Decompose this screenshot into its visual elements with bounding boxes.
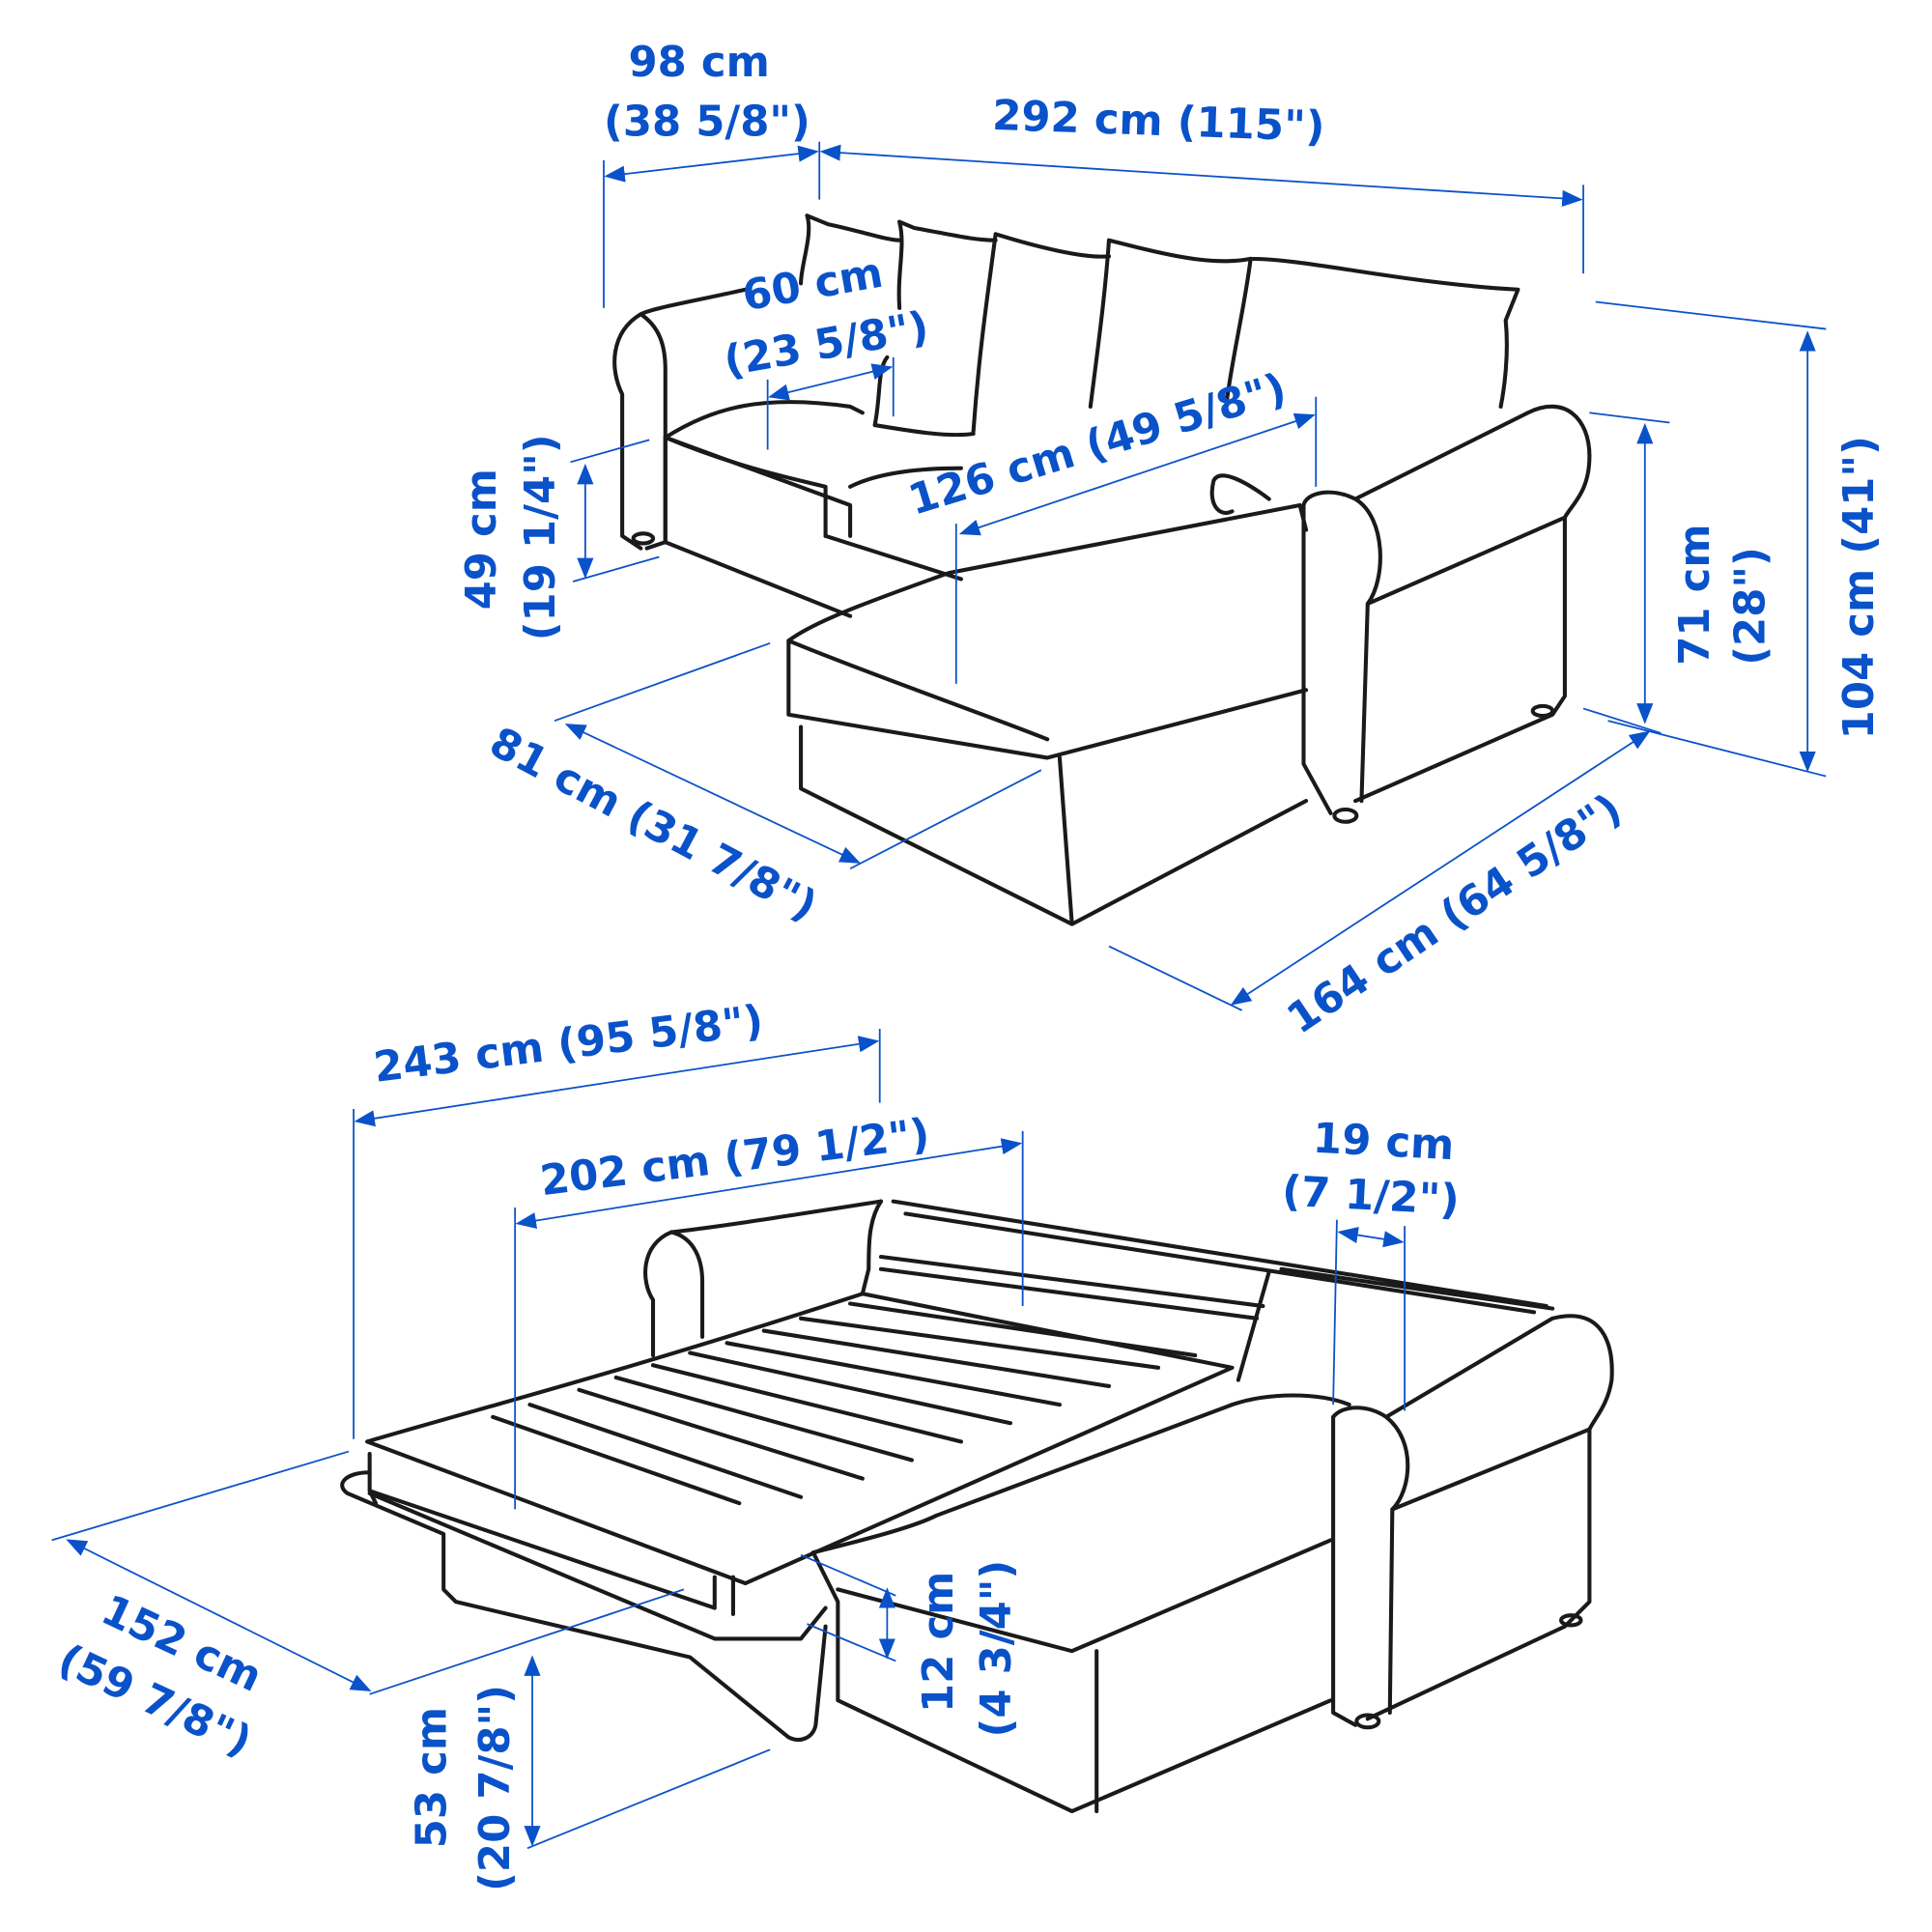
dim-243cm: 243 cm (95 5/8") — [371, 997, 765, 1093]
dim-53cm: 53 cm — [409, 1707, 457, 1848]
dim-19-1-4in: (19 1/4") — [517, 434, 565, 640]
sofa-dimension-lines — [554, 141, 1827, 1011]
sofa-drawing — [612, 213, 1592, 926]
dim-38-5-8in: (38 5/8") — [604, 98, 810, 146]
dim-12cm: 12 cm — [915, 1572, 963, 1713]
dim-126cm: 126 cm (49 5/8") — [903, 364, 1292, 525]
dim-81cm: 81 cm (31 7/8") — [482, 719, 825, 931]
dim-292cm: 292 cm (115") — [991, 92, 1325, 152]
dim-60cm: 60 cm — [739, 249, 887, 322]
sofa-bed-dimension-lines — [51, 1029, 1406, 1850]
dim-49cm: 49 cm — [458, 469, 506, 610]
dim-164cm: 164 cm (64 5/8") — [1279, 784, 1631, 1043]
dim-7-1-2in: (7 1/2") — [1281, 1168, 1461, 1226]
dim-4-3-4in: (4 3/4") — [973, 1560, 1021, 1738]
dim-28in: (28") — [1727, 547, 1776, 666]
dim-71cm: 71 cm — [1671, 524, 1719, 665]
dim-20-7-8in: (20 7/8") — [471, 1685, 520, 1891]
dim-202cm: 202 cm (79 1/2") — [537, 1110, 931, 1206]
dim-104cm: 104 cm (41") — [1835, 436, 1884, 739]
dim-98cm: 98 cm — [629, 39, 770, 87]
dim-19cm: 19 cm — [1312, 1115, 1456, 1171]
sofa-dimension-labels: 98 cm (38 5/8") 292 cm (115") 60 cm (23 … — [458, 39, 1884, 1043]
sofa-bed-drawing — [340, 1199, 1614, 1814]
